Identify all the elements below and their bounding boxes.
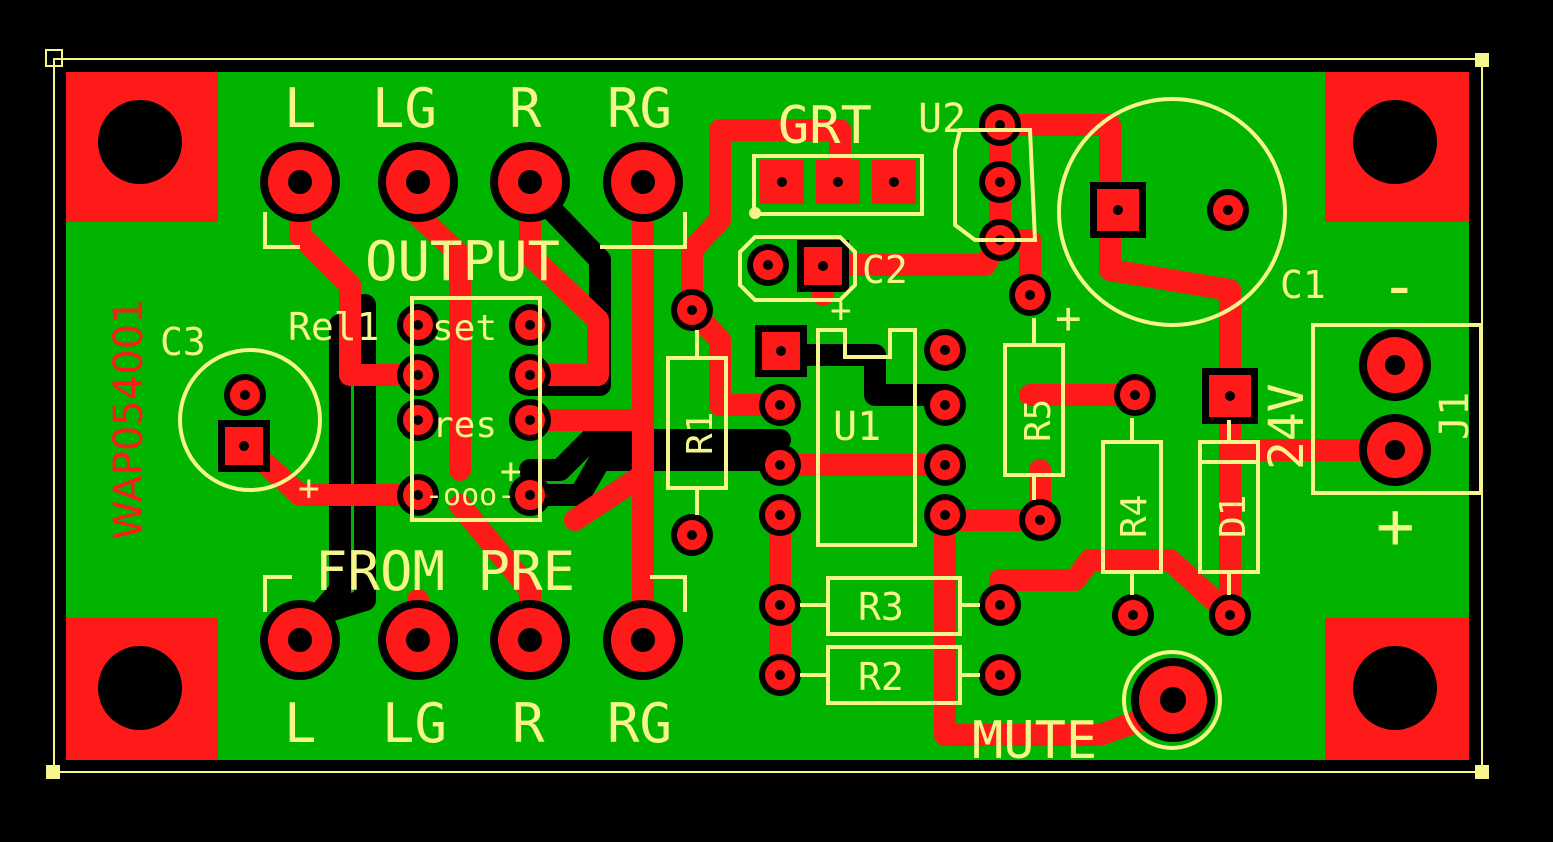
label-input-rg: RG <box>607 692 672 755</box>
label-r3: R3 <box>858 585 904 629</box>
label-d1: D1 <box>1213 495 1254 538</box>
label-relay-coil: -ooo- <box>425 478 515 513</box>
label-relay-res: res <box>432 405 497 446</box>
label-c1: C1 <box>1280 263 1326 307</box>
label-relay-set: set <box>432 308 497 349</box>
label-r1: R1 <box>680 412 721 455</box>
label-r2: R2 <box>858 655 904 699</box>
label-output-l: L <box>284 77 317 140</box>
label-c1-plus: + <box>1055 293 1082 344</box>
label-output-r: R <box>509 77 542 140</box>
label-u1: U1 <box>833 404 881 450</box>
label-r4: R4 <box>1114 495 1155 538</box>
silkscreen <box>178 97 1483 750</box>
label-output-lg: LG <box>372 77 437 140</box>
corner-marker <box>1475 765 1489 779</box>
output-title: OUTPUT <box>365 230 560 293</box>
label-voltage: 24V <box>1259 383 1315 470</box>
connector-pads <box>260 142 1431 742</box>
label-u2: U2 <box>918 96 966 142</box>
label-output-rg: RG <box>607 77 672 140</box>
label-c3: C3 <box>160 320 206 364</box>
label-c2: C2 <box>862 248 908 292</box>
label-j1-plus: + <box>1376 490 1415 564</box>
input-title: FROM PRE <box>315 540 575 603</box>
label-c3-plus: + <box>298 468 320 509</box>
label-input-lg: LG <box>382 692 447 755</box>
label-mute: MUTE <box>972 711 1097 771</box>
label-rel1: Rel1 <box>288 305 380 349</box>
pin1-marker <box>749 207 761 219</box>
label-relay-plus: + <box>500 451 522 492</box>
silkscreen-text: L LG R RG OUTPUT FROM PRE L LG R RG GRT … <box>106 77 1478 771</box>
corner-marker <box>45 49 63 67</box>
corner-marker <box>46 765 60 779</box>
corner-marker <box>1475 53 1489 67</box>
board-id: WAP054001 <box>106 298 152 540</box>
label-grt: GRT <box>778 96 872 156</box>
label-input-r: R <box>512 692 545 755</box>
label-j1: J1 <box>1432 392 1478 440</box>
mounting-holes <box>66 72 1469 760</box>
label-input-l: L <box>284 692 317 755</box>
label-j1-minus: - <box>1380 250 1419 324</box>
label-c2-plus: + <box>830 290 852 331</box>
label-r5: R5 <box>1018 399 1059 442</box>
